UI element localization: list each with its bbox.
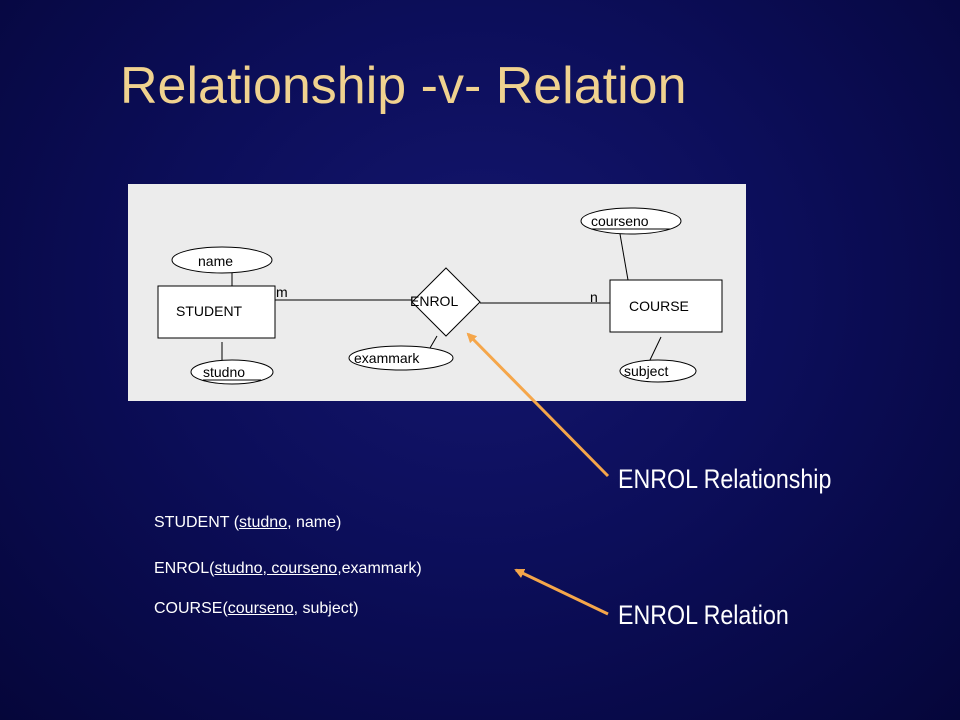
- student-entity: [157, 285, 276, 339]
- attr-subject: [619, 359, 697, 383]
- relation-student-rest: , name): [287, 514, 342, 531]
- er-diagram: STUDENT COURSE ENROL name studno exammar…: [157, 207, 723, 385]
- relation-course-rest: , subject): [293, 600, 359, 617]
- line-course-subject: [649, 336, 662, 361]
- student-label: STUDENT: [176, 303, 243, 319]
- relation-course: COURSE(courseno, subject): [154, 600, 359, 618]
- line-exammark-enrol: [429, 335, 438, 349]
- attr-exammark: [348, 345, 454, 371]
- relation-enrol: ENROL(studno, courseno,exammark): [154, 560, 422, 578]
- relation-enrol-key: studno, courseno: [214, 560, 338, 577]
- relation-student: STUDENT (studno, name): [154, 514, 341, 532]
- attr-name: [171, 246, 273, 274]
- attr-courseno: [580, 207, 682, 235]
- enrol-relation-callout: ENROL Relation: [618, 600, 789, 630]
- relation-course-name: COURSE(: [154, 600, 228, 617]
- course-entity: [609, 279, 723, 333]
- cardinality-n: n: [590, 289, 598, 305]
- relation-student-key: studno: [239, 514, 288, 531]
- cardinality-m: m: [276, 284, 288, 300]
- attr-exammark-label: exammark: [354, 350, 420, 366]
- relation-enrol-name: ENROL(: [154, 560, 215, 577]
- enrol-relationship: [411, 267, 481, 337]
- course-label: COURSE: [629, 298, 689, 314]
- relation-arrow: [514, 568, 609, 616]
- relation-student-name: STUDENT (: [154, 514, 240, 531]
- attr-courseno-label: courseno: [591, 213, 649, 229]
- relationship-arrow: [466, 332, 610, 478]
- attr-studno: [190, 359, 274, 385]
- relation-course-key: courseno: [227, 600, 294, 617]
- enrol-relationship-callout: ENROL Relationship: [618, 464, 832, 494]
- relation-enrol-rest: ,exammark): [337, 560, 422, 577]
- attr-name-label: name: [198, 253, 233, 269]
- attr-subject-label: subject: [624, 363, 668, 379]
- er-diagram-panel: STUDENT COURSE ENROL name studno exammar…: [128, 184, 746, 401]
- slide-title: Relationship -v- Relation: [120, 57, 687, 115]
- line-courseno-course: [619, 233, 629, 281]
- enrol-label: ENROL: [410, 293, 458, 309]
- attr-studno-label: studno: [203, 364, 245, 380]
